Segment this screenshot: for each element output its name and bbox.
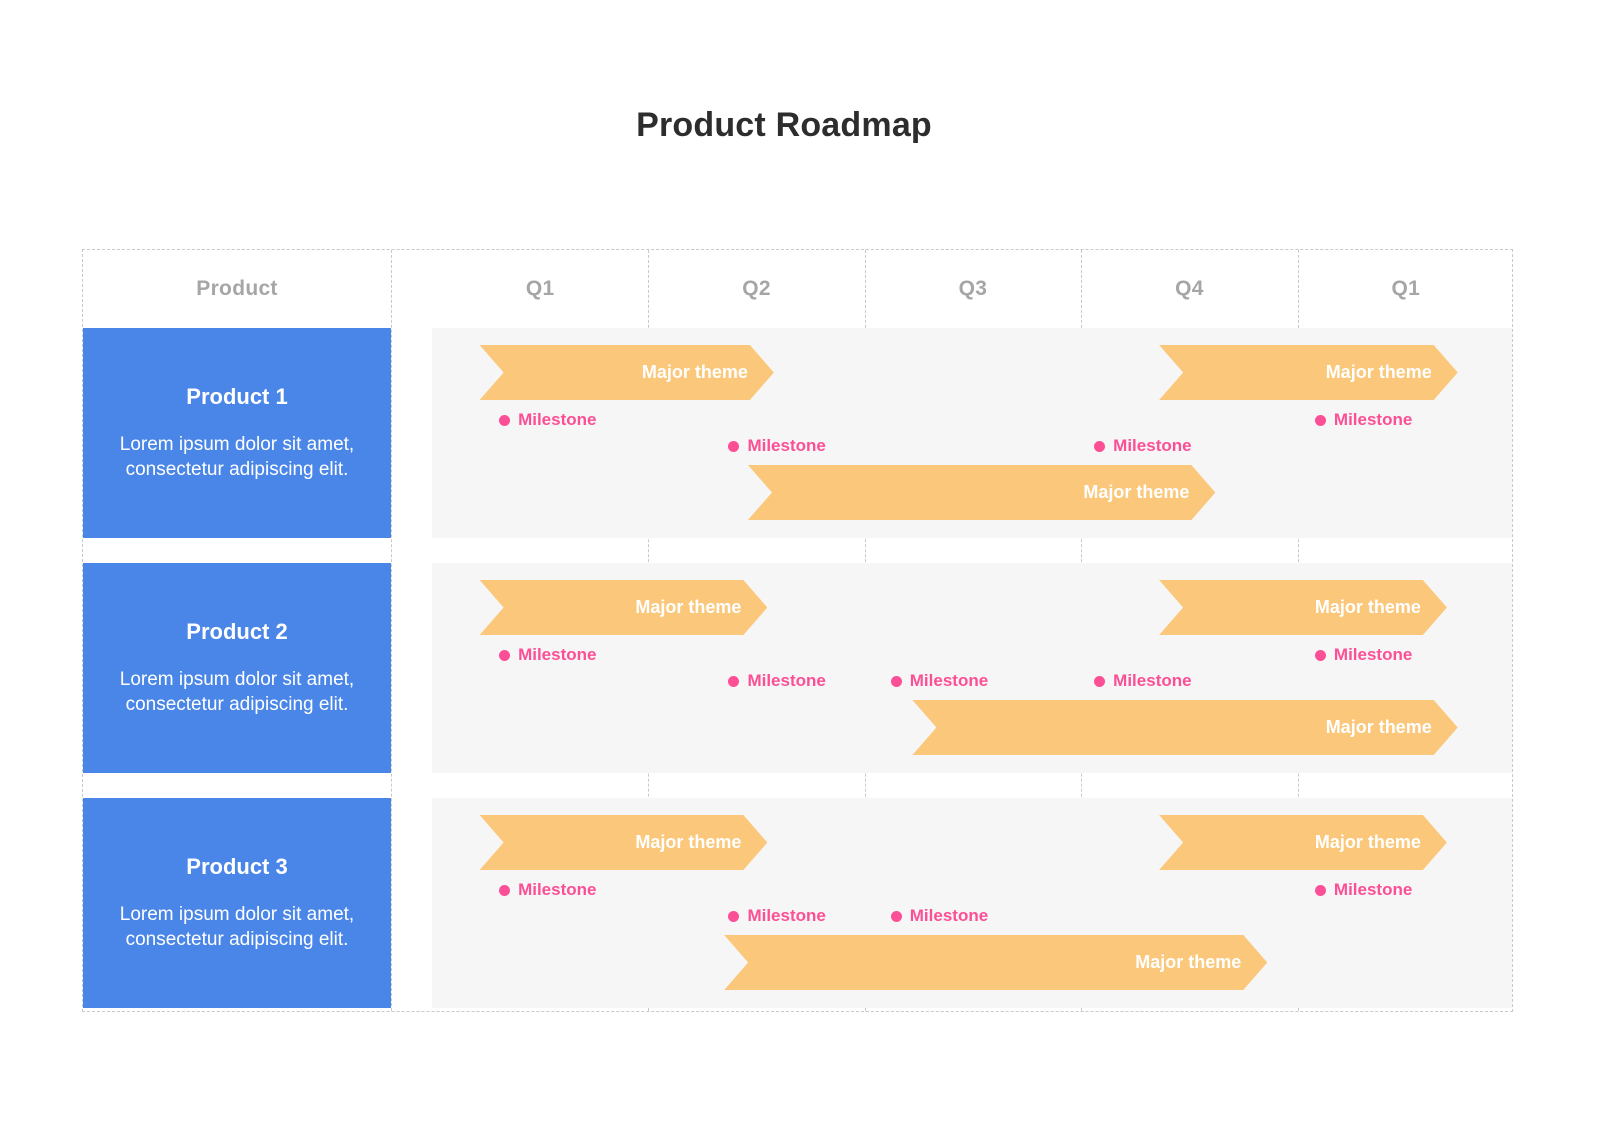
milestone-dot-icon	[499, 884, 511, 896]
milestone-label: Milestone	[1333, 410, 1413, 429]
header-quarter-4: Q4	[1175, 277, 1204, 300]
milestone-dot-icon	[1314, 884, 1326, 896]
milestone-dot-icon	[890, 675, 902, 687]
milestone-marker[interactable]: Milestone	[890, 906, 989, 926]
theme-bar[interactable]: Major theme	[912, 700, 1457, 755]
milestone-label: Milestone	[1113, 671, 1192, 690]
header-row: Product	[83, 250, 1512, 328]
milestone-label: Milestone	[1333, 645, 1413, 664]
theme-bar[interactable]: Major theme	[724, 935, 1267, 990]
header-quarter-5: Q1	[1391, 277, 1421, 300]
milestone-dot-icon	[499, 649, 511, 661]
product-card-title: Product 3	[186, 853, 288, 879]
milestone-label: Milestone	[1113, 436, 1192, 455]
milestone-marker[interactable]: Milestone	[1314, 645, 1413, 665]
milestone-dot-icon	[728, 675, 740, 687]
page-title: Product Roadmap	[636, 106, 932, 144]
header-quarter-2: Q2	[742, 277, 771, 300]
milestone-label: Milestone	[1333, 880, 1413, 899]
milestone-dot-icon	[728, 440, 740, 452]
product-card[interactable]: Product 2 Lorem ipsum dolor sit amet, con…	[83, 563, 391, 773]
milestone-label: Milestone	[747, 436, 826, 455]
milestone-dot-icon	[499, 414, 511, 426]
milestone-marker[interactable]: Milestone	[1094, 671, 1192, 691]
theme-bar[interactable]: Major theme	[480, 580, 768, 635]
product-card-description: Lorem ipsum dolor sit amet, consectetur …	[119, 668, 355, 715]
milestone-marker[interactable]: Milestone	[499, 880, 596, 900]
milestone-dot-icon	[1314, 414, 1326, 426]
theme-bar[interactable]: Major theme	[1159, 580, 1447, 635]
product-card-title: Product 1	[186, 383, 288, 409]
milestone-marker[interactable]: Milestone	[499, 410, 596, 430]
milestone-label: Milestone	[518, 645, 597, 664]
product-card-description: Lorem ipsum dolor sit amet, consectetur …	[119, 433, 355, 480]
milestone-label: Milestone	[518, 880, 597, 899]
product-column-divider	[391, 250, 392, 1011]
milestone-label: Milestone	[747, 906, 826, 925]
milestone-marker[interactable]: Milestone	[499, 645, 596, 665]
milestone-dot-icon	[890, 910, 902, 922]
product-card[interactable]: Product 1 Lorem ipsum dolor sit amet, con…	[83, 328, 391, 538]
milestone-marker[interactable]: Milestone	[890, 671, 989, 691]
header-product-label: Product	[196, 277, 278, 300]
product-card[interactable]: Product 3 Lorem ipsum dolor sit amet, con…	[83, 798, 391, 1008]
milestone-marker[interactable]: Milestone	[728, 671, 826, 691]
milestone-dot-icon	[728, 910, 740, 922]
milestone-marker[interactable]: Milestone	[728, 436, 826, 456]
milestone-marker[interactable]: Milestone	[1094, 436, 1192, 456]
theme-bar[interactable]: Major theme	[748, 465, 1215, 520]
header-quarter-3: Q3	[958, 277, 988, 300]
milestone-label: Milestone	[909, 906, 989, 925]
theme-bar[interactable]: Major theme	[1159, 345, 1458, 400]
milestone-dot-icon	[1314, 649, 1326, 661]
milestone-dot-icon	[1094, 675, 1106, 687]
milestone-marker[interactable]: Milestone	[1314, 880, 1413, 900]
product-card-title: Product 2	[186, 618, 288, 644]
theme-bar[interactable]: Major theme	[1159, 815, 1447, 870]
theme-bar[interactable]: Major theme	[480, 345, 774, 400]
milestone-marker[interactable]: Milestone	[1314, 410, 1413, 430]
milestone-label: Milestone	[747, 671, 826, 690]
milestone-dot-icon	[1094, 440, 1106, 452]
theme-bar[interactable]: Major theme	[480, 815, 768, 870]
header-quarter-1: Q1	[525, 277, 555, 300]
milestone-label: Milestone	[518, 410, 597, 429]
product-card-description: Lorem ipsum dolor sit amet, consectetur …	[119, 903, 355, 950]
milestone-marker[interactable]: Milestone	[728, 906, 826, 926]
milestone-label: Milestone	[909, 671, 989, 690]
